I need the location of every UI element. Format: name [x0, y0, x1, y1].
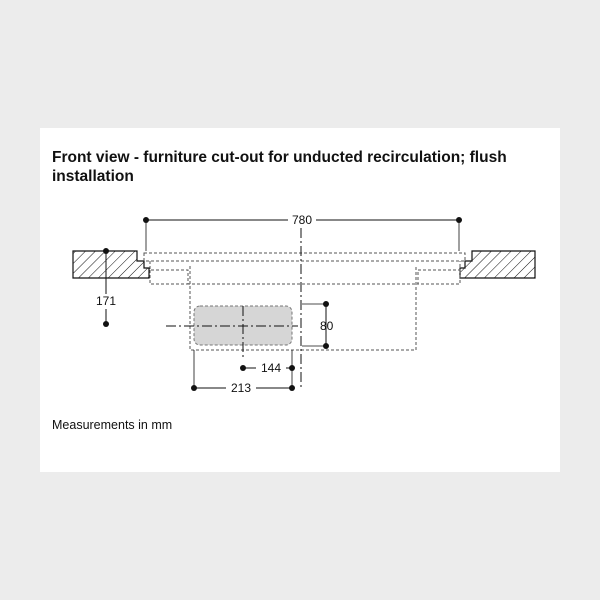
dimension-213: 213: [191, 350, 295, 396]
dimension-780: 780: [143, 212, 462, 251]
center-lines: [166, 228, 302, 390]
dimension-label-171: 171: [96, 294, 116, 308]
dimension-171: 171: [92, 248, 120, 327]
diagram-title: Front view - furniture cut-out for unduc…: [52, 149, 507, 185]
diagram-card: Front view - furniture cut-out for unduc…: [40, 128, 560, 472]
dimension-label-80: 80: [320, 319, 334, 333]
dimension-label-780: 780: [292, 213, 312, 227]
dimension-label-213: 213: [231, 381, 251, 395]
appliance-outline: [143, 252, 466, 351]
worktop-left: [72, 250, 150, 279]
dimension-80: 80: [302, 301, 334, 349]
worktop-right: [459, 250, 536, 279]
measurements-note: Measurements in mm: [52, 418, 173, 432]
technical-drawing: 780 171 80: [72, 212, 536, 396]
dimension-144: 144: [240, 350, 295, 376]
dimension-label-144: 144: [261, 361, 281, 375]
